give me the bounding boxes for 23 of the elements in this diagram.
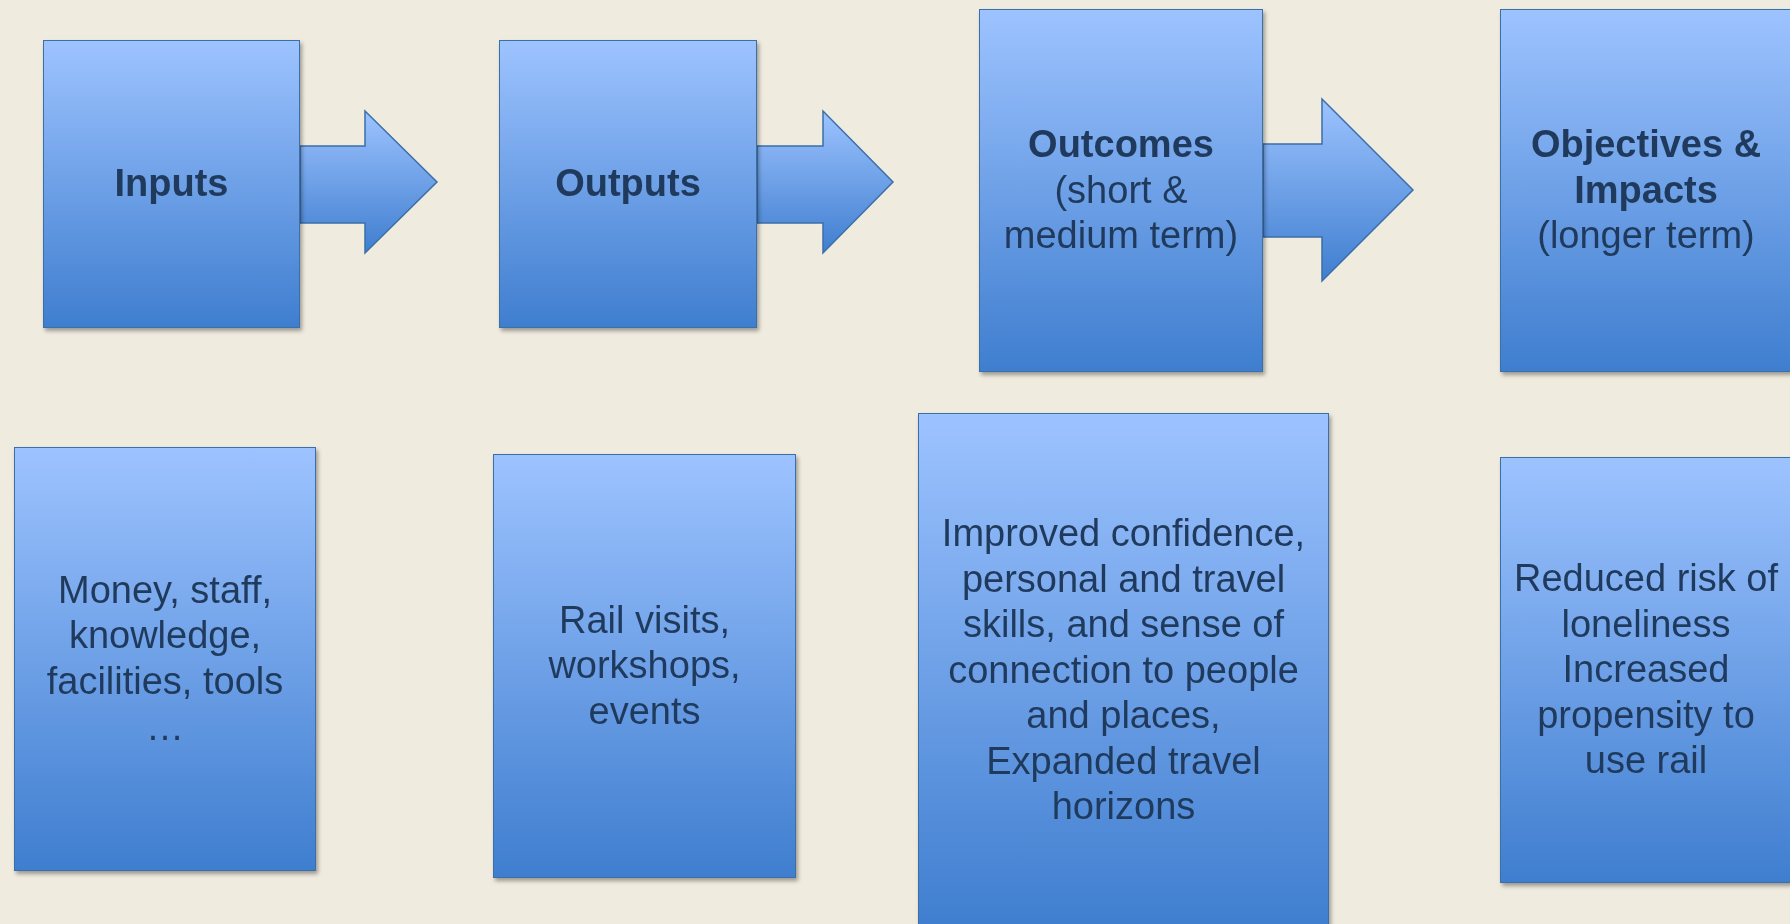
box-text: Expanded travel horizons bbox=[985, 738, 1262, 830]
box-text: Rail visits, workshops, events bbox=[547, 597, 742, 734]
process-box bbox=[1500, 457, 1790, 883]
box-text: Money, staff, knowledge, facilities, tools … bbox=[45, 567, 285, 750]
block-arrow bbox=[299, 109, 439, 255]
block-arrow bbox=[756, 109, 895, 255]
box-heading: Objectives & Impacts bbox=[1529, 122, 1763, 213]
process-box bbox=[979, 9, 1263, 372]
process-box bbox=[499, 40, 757, 328]
block-arrow bbox=[1262, 97, 1415, 283]
box-heading: Inputs bbox=[114, 161, 229, 207]
box-text: (longer term) bbox=[1537, 213, 1755, 259]
box-text: Reduced risk of loneliness bbox=[1513, 556, 1779, 647]
box-heading: Outcomes bbox=[1028, 122, 1214, 168]
process-box bbox=[918, 413, 1329, 924]
process-box bbox=[1500, 9, 1790, 372]
process-box bbox=[43, 40, 300, 328]
box-text: (short & medium term) bbox=[1002, 167, 1240, 259]
process-box bbox=[14, 447, 316, 871]
box-text: Increased propensity to use rail bbox=[1536, 647, 1756, 784]
box-text: Improved confidence, personal and travel skills, and sense of connection to people and places, bbox=[940, 510, 1307, 739]
box-heading: Outputs bbox=[555, 161, 701, 207]
process-box bbox=[493, 454, 796, 878]
